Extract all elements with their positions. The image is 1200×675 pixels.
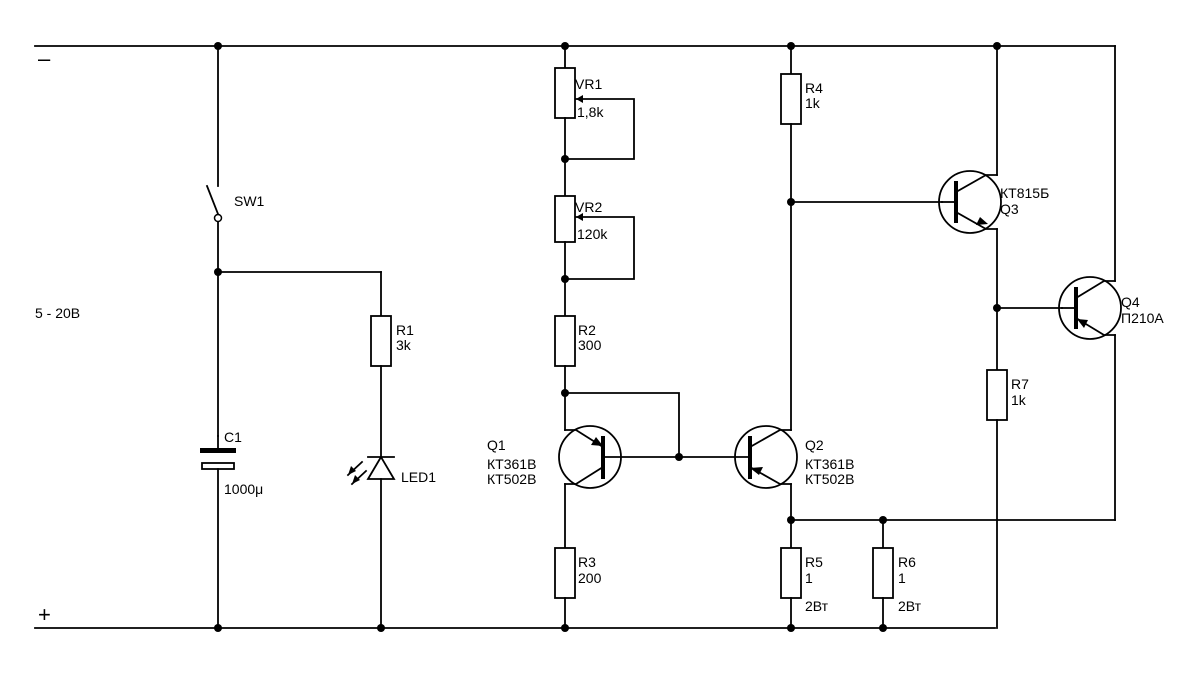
r5-label: R5	[805, 554, 823, 570]
q2-type1: КТ361В	[805, 456, 854, 472]
r6-power: 2Вт	[898, 598, 922, 614]
potentiometer-vr2	[554, 195, 576, 243]
r6-label: R6	[898, 554, 916, 570]
switch-sw1	[205, 45, 223, 437]
r1-label: R1	[396, 322, 414, 338]
positive-rail-label: +	[38, 602, 51, 627]
vr2-wiper	[564, 213, 635, 280]
c1-label: C1	[224, 429, 242, 445]
r7-label: R7	[1011, 376, 1029, 392]
resistor-r3	[554, 547, 576, 599]
supply-voltage-label: 5 - 20В	[35, 305, 80, 321]
q4-label: Q4	[1121, 294, 1140, 310]
r4-label: R4	[805, 80, 823, 96]
transistor-q1	[558, 425, 680, 489]
r1-value: 3k	[396, 337, 412, 353]
r3-label: R3	[578, 554, 596, 570]
negative-rail-label: –	[38, 46, 51, 71]
transistor-q2	[734, 425, 798, 489]
sw1-label: SW1	[234, 193, 265, 209]
transistor-q4	[1058, 276, 1122, 340]
r7-value: 1k	[1011, 392, 1027, 408]
wire-q1-bias	[564, 392, 680, 458]
vr1-value: 1,8k	[577, 104, 604, 120]
c1-value: 1000μ	[224, 481, 263, 497]
capacitor-c1	[200, 435, 236, 629]
r2-label: R2	[578, 322, 596, 338]
q1-type2: КТ502В	[487, 471, 536, 487]
q4-type: П210А	[1121, 310, 1164, 326]
q3-type: КТ815Б	[1000, 185, 1049, 201]
r5-value: 1	[805, 570, 813, 586]
vr2-value: 120k	[577, 226, 608, 242]
r5-power: 2Вт	[805, 598, 829, 614]
resistor-r1	[370, 315, 392, 367]
r6-value: 1	[898, 570, 906, 586]
q1-type1: КТ361В	[487, 456, 536, 472]
vr1-label: VR1	[575, 76, 602, 92]
led-led1	[346, 455, 396, 629]
transistor-q3	[938, 170, 1002, 234]
vr1-wiper	[564, 95, 635, 160]
resistor-r5	[780, 547, 802, 599]
r2-value: 300	[578, 337, 602, 353]
q1-label: Q1	[487, 437, 506, 453]
q2-label: Q2	[805, 437, 824, 453]
resistor-r7	[986, 369, 1008, 421]
r3-value: 200	[578, 570, 602, 586]
resistor-r4	[780, 73, 802, 125]
potentiometer-vr1	[554, 67, 576, 119]
r4-value: 1k	[805, 95, 821, 111]
q2-type2: КТ502В	[805, 471, 854, 487]
q3-label: Q3	[1000, 201, 1019, 217]
resistor-r2	[554, 315, 576, 367]
led1-label: LED1	[401, 469, 436, 485]
junction-dots	[214, 42, 1001, 632]
vr2-label: VR2	[575, 199, 602, 215]
resistor-r6	[872, 547, 894, 599]
